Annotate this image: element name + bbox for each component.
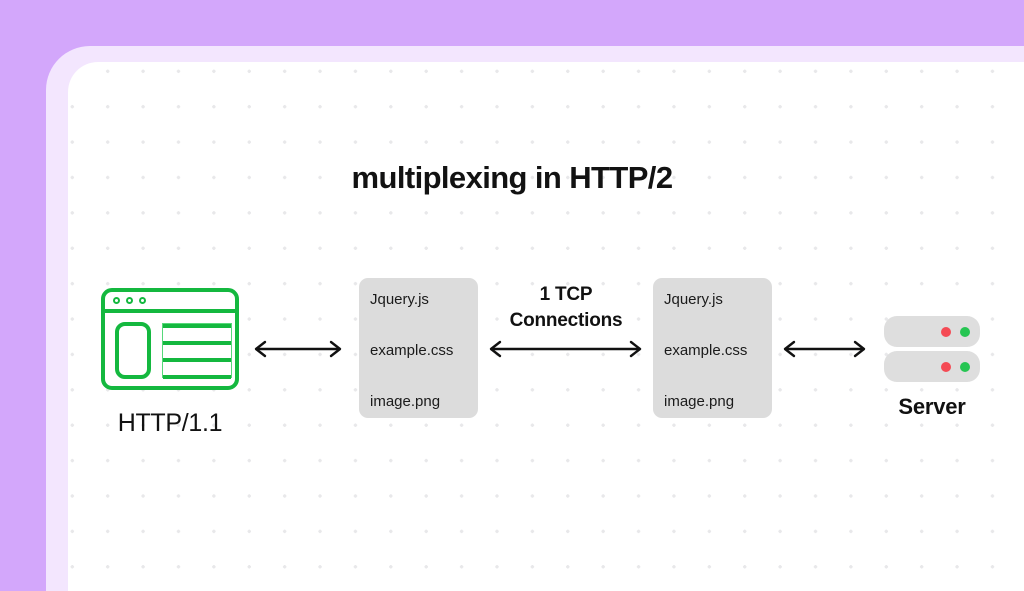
status-led-red-icon (941, 362, 951, 372)
list-item: image.png (370, 393, 441, 410)
connection-label-line2: Connections (509, 309, 623, 331)
file-list-right: Jquery.js example.css image.png (653, 278, 772, 418)
list-item: Jquery.js (664, 291, 723, 308)
status-led-red-icon (941, 327, 951, 337)
content-bar (163, 375, 231, 379)
client-label: HTTP/1.1 (117, 409, 223, 437)
browser-window-icon (101, 288, 239, 390)
double-arrow-icon (487, 339, 644, 359)
status-led-green-icon (960, 362, 970, 372)
connection-label-line1: 1 TCP (539, 284, 593, 305)
content-bar (163, 358, 231, 362)
browser-dot-icon (126, 297, 133, 304)
server-rack-icon (884, 316, 980, 382)
connection-label: 1 TCP Connections (480, 282, 652, 333)
content-bar (163, 324, 231, 328)
server-unit-top (884, 316, 980, 347)
browser-sidebar-shape (115, 322, 151, 379)
server-label: Server (898, 394, 966, 419)
client-node (101, 288, 239, 390)
browser-content-lines (162, 323, 232, 379)
browser-dot-icon (139, 297, 146, 304)
browser-titlebar (105, 292, 235, 313)
content-bar (163, 341, 231, 345)
list-item: example.css (664, 342, 748, 359)
list-item: image.png (664, 393, 735, 410)
double-arrow-icon (781, 339, 868, 359)
page-title: multiplexing in HTTP/2 (351, 160, 674, 195)
status-led-green-icon (960, 327, 970, 337)
list-item: example.css (370, 342, 454, 359)
browser-dot-icon (113, 297, 120, 304)
list-item: Jquery.js (370, 291, 429, 308)
server-unit-bottom (884, 351, 980, 382)
double-arrow-icon (252, 339, 344, 359)
file-list-left: Jquery.js example.css image.png (359, 278, 478, 418)
